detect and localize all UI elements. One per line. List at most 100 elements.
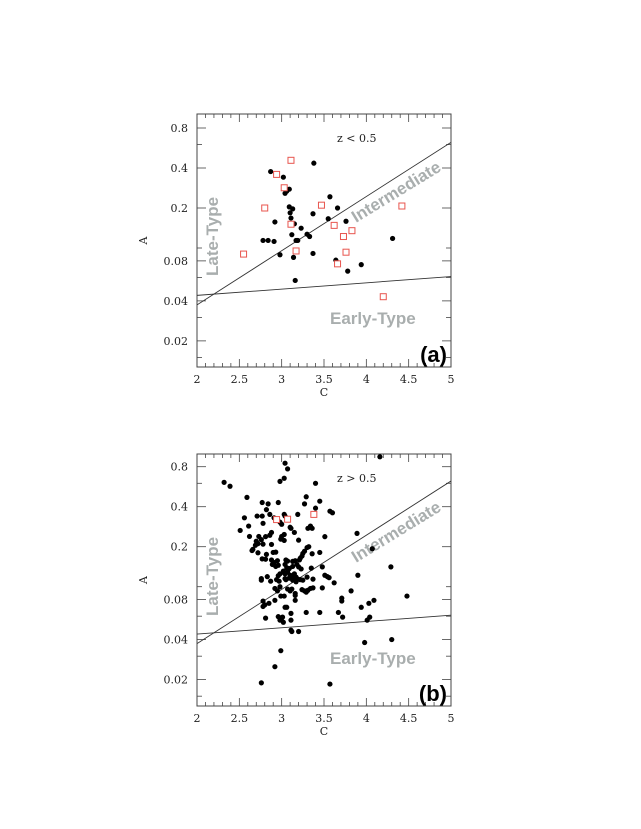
data-point-filled [354,530,360,536]
data-point-open-square [339,233,347,241]
data-point-filled [334,205,341,211]
y-tick-label: 0.8 [171,461,189,474]
data-point-filled [304,574,310,580]
data-point-filled [340,614,346,620]
x-axis-title: C [320,725,328,738]
data-point-filled [279,521,285,527]
data-point-filled [255,541,261,547]
data-point-filled [258,680,264,686]
data-point-filled [273,549,279,555]
data-point-filled [297,555,303,561]
data-point-open-square [398,202,406,210]
data-point-open-square [273,170,281,178]
y-tick-label: 0.04 [164,295,189,308]
data-point-filled [277,571,283,577]
data-point-filled [295,511,301,518]
data-point-filled [292,592,298,599]
data-point-filled [268,529,275,536]
data-point-filled [288,525,294,531]
y-tick-label: 0.04 [164,634,189,647]
early-type-label: Early-Type [330,649,416,668]
data-point-open-square [280,184,288,192]
data-point-filled [227,483,233,489]
data-point-filled [290,206,296,212]
data-point-filled [290,254,297,260]
data-point-filled [377,454,383,460]
intermediate-label: Intermediate [348,497,444,566]
data-point-filled [289,628,295,635]
data-point-filled [364,617,370,623]
data-point-open-square [334,260,342,268]
data-point-filled [265,501,271,507]
x-tick-label: 2 [194,373,201,386]
data-point-filled [266,600,272,606]
data-point-filled [312,480,319,486]
data-point-filled [389,636,395,643]
x-axis-title: C [320,386,328,399]
data-point-filled [287,210,293,216]
data-point-filled [281,531,287,538]
data-point-filled [310,250,316,257]
data-point-filled [284,466,291,472]
data-point-filled [281,537,287,544]
data-point-filled [281,593,287,599]
data-point-filled [329,510,336,516]
data-point-open-square [330,221,338,229]
data-point-filled [306,544,312,550]
data-point-filled [282,604,288,610]
plot-frame [196,453,452,707]
data-point-filled [255,550,261,556]
y-tick-label: 0.8 [171,122,189,135]
y-tick-label: 0.02 [164,674,189,687]
redshift-annotation: z > 0.5 [337,472,377,485]
data-point-filled [310,585,316,591]
data-point-filled [303,609,309,616]
data-point-filled [300,577,306,583]
data-point-filled [322,534,328,540]
y-axis-title: A [137,235,150,245]
x-tick-label: 3.5 [315,712,333,725]
data-point-filled [276,578,282,584]
data-point-filled [289,586,295,592]
y-tick-label: 0.4 [171,501,189,514]
data-point-filled [221,479,227,485]
data-point-open-square [287,156,295,164]
data-point-filled [271,238,277,245]
data-point-open-square [287,220,295,228]
x-tick-label: 5 [448,712,455,725]
x-tick-label: 3 [278,712,285,725]
data-point-open-square [379,293,387,301]
data-point-filled [258,537,264,543]
data-point-filled [268,168,274,175]
data-point-filled [286,186,292,192]
data-point-filled [317,549,323,556]
data-point-filled [312,505,319,511]
data-point-filled [272,597,278,603]
x-tick-label: 5 [448,373,455,386]
data-point-filled [260,603,266,610]
x-tick-label: 3.5 [315,373,333,386]
data-point-filled [389,235,396,242]
y-tick-label: 0.08 [164,594,189,607]
data-point-filled [262,615,269,621]
data-point-filled [362,639,368,646]
data-point-filled [291,529,297,536]
x-tick-label: 4.5 [400,373,418,386]
data-point-filled [263,551,270,558]
y-axis-title: A [137,575,150,585]
data-point-filled [292,277,298,284]
data-point-filled [296,628,302,635]
data-point-filled [258,577,264,583]
late-type-label: Late-Type [203,197,222,276]
data-point-open-square [240,250,248,258]
data-point-filled [355,572,361,578]
data-point-filled [254,513,260,519]
data-point-filled [345,268,351,274]
data-point-filled [309,551,315,557]
data-point-filled [289,232,295,238]
data-point-filled [259,499,265,506]
data-point-filled [325,216,331,222]
data-point-filled [244,494,250,500]
